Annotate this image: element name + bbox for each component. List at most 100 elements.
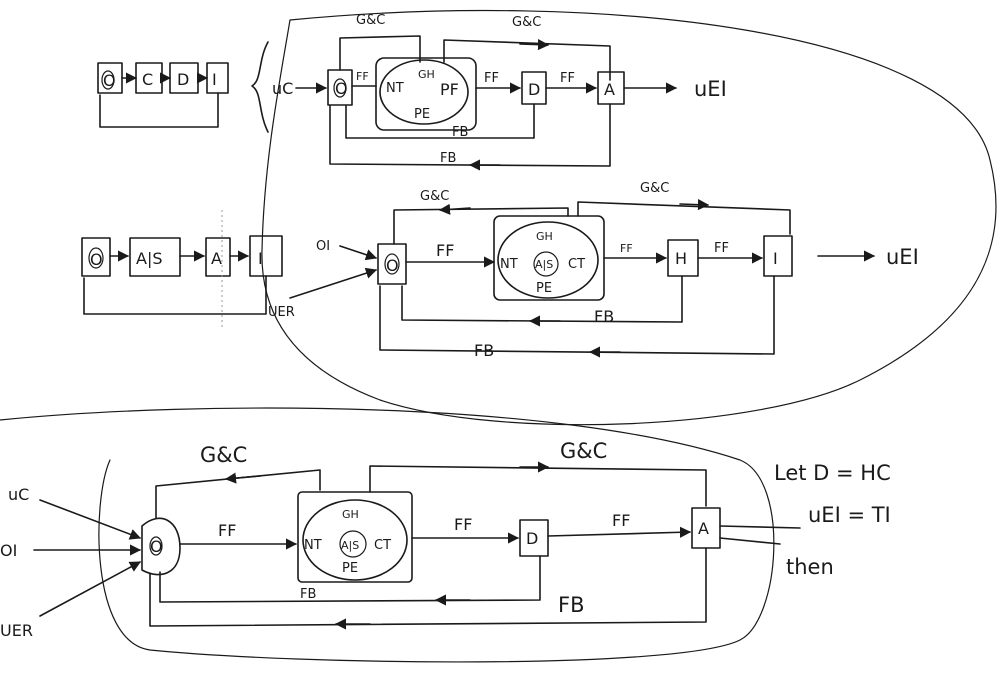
stage2-nt-label: NT [386,81,404,96]
stage3-O-box [81,237,111,277]
stage3-left-feedback [83,275,267,315]
stage3-nt-label: NT [500,257,518,272]
stage2-O-circle [333,78,347,98]
stage1-brace [251,41,269,133]
stage2-gc-loop-1 [339,35,421,71]
stage3-A-label: A [211,249,222,268]
note-line-2: uEI = TI [808,503,891,527]
stage4-pe-label: PE [342,561,358,576]
stage1-feedback-loop [99,92,219,128]
stage3-gh-label: GH [536,230,553,243]
stage1-O-circle [101,70,115,90]
stage2-pf-label: PF [440,80,459,99]
stage3-oi-label: OI [316,239,330,254]
stage2-process-box [375,57,477,131]
stage4-A-label: A [698,519,709,538]
stage-2-diagram: uC O G&C G&C FF NT GH PF PE FF D FF A uE… [272,13,727,171]
stage3-O-circle [88,247,104,269]
stage4-ct-label: CT [374,538,391,553]
stage3-uer-arrow [289,267,378,299]
stage3-I-label: I [258,249,263,268]
stage2-D-label: D [528,80,540,99]
note-line-1: Let D = HC [774,461,891,485]
stage4-fb-label-1: FB [300,587,316,602]
stage2-A-box [597,71,625,105]
stage4-D-box [519,519,549,557]
stage2-gc-loop-2 [443,39,611,81]
stage4-A-box [691,507,721,549]
stage3-main-O-label: O [386,256,399,275]
stage4-nt-label: NT [304,538,322,553]
stage4-fb-loop-outer [149,547,707,627]
stage-1-simple-chain: O C D I [97,41,269,133]
stage3-main-O-box [377,243,407,285]
stage3-ff-label-1: FF [436,241,454,260]
stage3-I-box [249,235,283,277]
stage4-output-line [719,525,801,529]
stage3-output-label: uEI [886,245,919,269]
stage2-D-box [521,71,547,105]
stage4-oi-label: OI [0,541,17,560]
stage3-ct-label: CT [568,257,585,272]
stage-3-diagram: O A|S A I OI UER O G&C G&C FF [81,181,919,360]
stage1-I-box [206,62,229,94]
stage4-gc-loop-2 [369,465,707,507]
stage3-gc-arrow-1 [438,203,471,215]
stage3-H-label: H [675,249,687,268]
stage2-input-label: uC [272,79,293,98]
stage2-gc-label-1: G&C [356,13,385,28]
stage3-fb-label-1: FB [594,307,614,326]
stage1-O-box [97,62,123,94]
stage4-process-box [297,491,413,583]
stage4-fb-label-2: FB [558,593,585,617]
stage3-main-O-circle [384,253,400,275]
stage2-fb-loop-outer [329,103,611,167]
stage3-fb-loop-outer [379,275,775,355]
enclosing-boundary-bottom [0,407,775,663]
stage4-fb-loop-inner [159,555,541,603]
stage4-D-label: D [526,529,538,548]
stage2-fb-label-2: FB [440,151,456,166]
stage3-H-box [667,239,699,277]
stage2-gh-label: GH [418,68,435,81]
stage4-O-box [141,517,181,576]
stage3-gc-arrow-2 [679,199,710,211]
note-line-3: then [786,555,834,579]
stage2-ff-label-2: FF [484,71,499,86]
stage2-fb-label-1: FB [452,125,468,140]
stage4-ff-label-3: FF [612,511,630,530]
stage3-AS-box [129,237,181,277]
stage4-O-label: O [150,537,163,556]
stage2-fb-loop-inner [345,103,535,139]
stage4-gc-arrow-1 [224,472,261,484]
stage3-oi-arrow [339,245,378,261]
stage3-uer-label: UER [268,305,295,320]
stage2-O-label: O [335,79,348,98]
stage2-pe-label: PE [414,107,430,122]
stage3-I-out-box [763,235,793,277]
stage2-output-label: uEI [694,77,727,101]
stage1-I-label: I [212,70,217,89]
stage3-process-ellipse [497,221,599,299]
stage3-A-box [205,237,231,277]
stage3-gc-label-2: G&C [640,181,669,196]
stage4-uer-label: UER [0,621,33,640]
stage1-O-label: O [103,71,116,90]
stage3-pe-label: PE [536,281,552,296]
stage2-O-box [327,69,353,106]
handwritten-note: Let D = HC uEI = TI then [774,461,891,579]
stage4-gh-label: GH [342,508,359,521]
stage3-O-label: O [90,250,103,269]
stage4-uer-arrow [39,561,141,617]
enclosing-boundary-top [261,9,997,426]
stage4-output-line-2 [719,537,781,545]
stage2-gc-label-2: G&C [512,15,541,30]
stage4-ff-label-1: FF [218,521,236,540]
stage4-gc-label-2: G&C [560,439,607,463]
stage1-D-label: D [177,70,189,89]
stage3-gc-loop-1 [393,207,569,245]
stage3-gc-loop-2 [577,201,791,235]
stage4-ff-label-2: FF [454,515,472,534]
stage3-I-out-label: I [773,249,778,268]
stage3-AS-label: A|S [136,249,163,268]
